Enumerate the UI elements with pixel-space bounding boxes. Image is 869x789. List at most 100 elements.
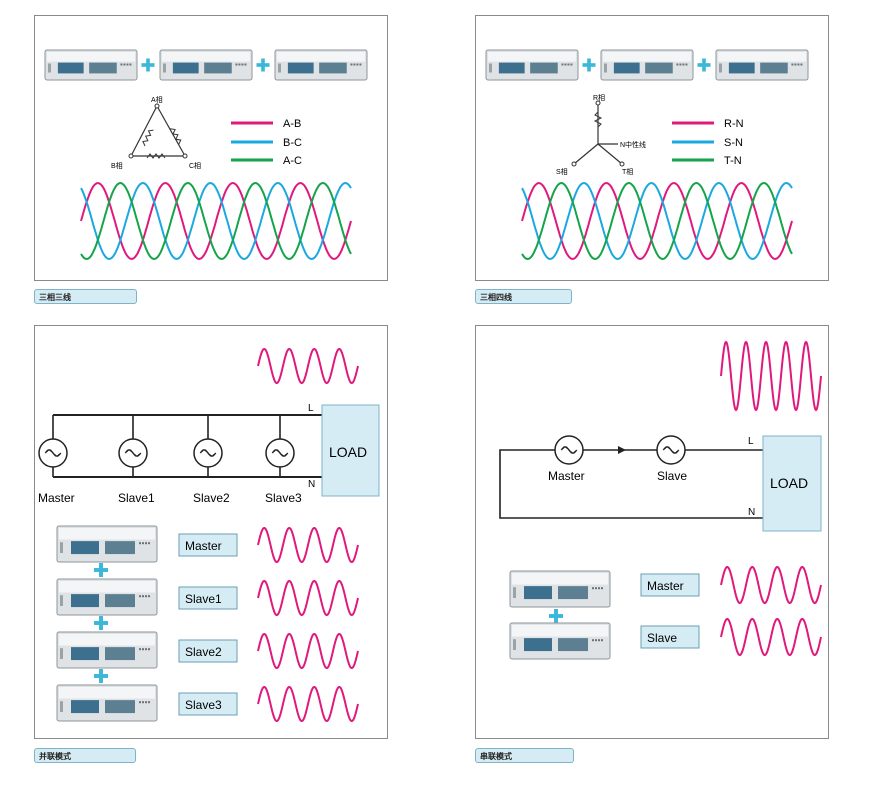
legend-rn: R-N xyxy=(724,118,744,130)
unit-waveform xyxy=(720,566,822,604)
ac-source-master xyxy=(38,438,68,468)
three-phase-four-wire-panel: R相 S相 T相 N中性线 R-N S-N T-N xyxy=(475,15,829,281)
caption-three-phase-three-wire: 三相三线 xyxy=(34,289,137,304)
legend-ab: A-B xyxy=(283,118,301,130)
unit-label-slave2: Slave2 xyxy=(185,645,222,659)
ac-source-master xyxy=(554,435,584,465)
output-waveform xyxy=(257,348,359,384)
legend-bc: B-C xyxy=(283,137,302,149)
unit-label-box xyxy=(640,625,700,649)
caption-parallel-mode: 并联模式 xyxy=(34,748,136,763)
plus-icon xyxy=(94,563,108,577)
waveform-t-n xyxy=(521,181,793,261)
unit-label-box xyxy=(640,573,700,597)
unit-label-box xyxy=(178,533,238,557)
caption-series-mode: 串联模式 xyxy=(475,748,574,763)
unit-label-slave3: Slave3 xyxy=(185,698,222,712)
vertex-b-label: B相 xyxy=(111,161,123,170)
sine-waveforms xyxy=(257,348,359,722)
unit-label-slave: Slave xyxy=(647,631,677,645)
wye-connection: R相 S相 T相 N中性线 xyxy=(556,93,646,176)
legend-ac: A-C xyxy=(283,155,302,167)
plus-icon xyxy=(141,58,155,72)
vertex-c-label: C相 xyxy=(189,161,201,170)
power-supply-unit-3 xyxy=(56,631,158,669)
waveform-s-n xyxy=(521,181,793,261)
unit-label-slave1: Slave1 xyxy=(185,592,222,606)
unit-waveform xyxy=(257,527,359,563)
output-waveform xyxy=(720,340,822,412)
vertex-a-label: A相 xyxy=(151,95,163,104)
load-box xyxy=(762,435,822,532)
plus-icon xyxy=(549,609,563,623)
ac-source-slave3 xyxy=(265,438,295,468)
unit-label-box xyxy=(178,586,238,610)
source-label-slave1: Slave1 xyxy=(118,491,155,505)
power-supply-unit-3 xyxy=(715,49,809,81)
unit-label-box xyxy=(178,639,238,663)
load-box xyxy=(321,404,380,497)
ac-source-slave xyxy=(656,435,686,465)
plus-icon xyxy=(256,58,270,72)
power-supply-unit-2 xyxy=(509,622,611,660)
three-phase-waveforms xyxy=(80,181,352,261)
unit-label-master: Master xyxy=(185,539,222,553)
power-supply-unit-1 xyxy=(44,49,138,81)
n-label: N xyxy=(308,479,315,490)
power-supply-unit-1 xyxy=(56,525,158,563)
ac-source-slave1 xyxy=(118,438,148,468)
power-supply-unit-3 xyxy=(274,49,368,81)
plus-icon xyxy=(94,669,108,683)
ac-source-slave2 xyxy=(193,438,223,468)
plus-icon xyxy=(582,58,596,72)
unit-label-box xyxy=(178,692,238,716)
legend-tn: T-N xyxy=(724,155,742,167)
load-label: LOAD xyxy=(770,475,808,491)
waveform-a-c xyxy=(80,181,352,261)
waveform-a-b xyxy=(80,182,352,260)
power-supply-unit-1 xyxy=(509,570,611,608)
unit-waveform xyxy=(720,618,822,656)
source-label-master: Master xyxy=(548,469,585,483)
plus-icon xyxy=(697,58,711,72)
source-label-master: Master xyxy=(38,491,75,505)
three-phase-waveforms xyxy=(521,181,793,261)
legend: R-N S-N T-N xyxy=(672,118,744,167)
unit-label-master: Master xyxy=(647,579,684,593)
source-label-slave: Slave xyxy=(657,469,687,483)
series-circuit: Master Slave LOAD L N xyxy=(499,435,822,532)
waveform-r-n xyxy=(521,182,793,260)
l-label: L xyxy=(748,436,754,447)
waveform-b-c xyxy=(80,181,352,261)
unit-waveform xyxy=(257,686,359,722)
power-supply-unit-2 xyxy=(600,49,694,81)
load-label: LOAD xyxy=(329,444,367,460)
power-supply-unit-4 xyxy=(56,684,158,722)
device-group xyxy=(485,49,809,81)
n-label: N xyxy=(748,507,755,518)
three-phase-three-wire-panel: A相 B相 C相 A-B B-C A-C xyxy=(34,15,388,281)
l-label: L xyxy=(308,403,314,414)
power-supply-unit-1 xyxy=(485,49,579,81)
neutral-label: N中性线 xyxy=(620,140,646,149)
unit-waveform xyxy=(257,580,359,616)
source-label-slave2: Slave2 xyxy=(193,491,230,505)
delta-connection: A相 B相 C相 xyxy=(111,95,201,170)
plus-icon xyxy=(94,616,108,630)
power-supply-unit-2 xyxy=(159,49,253,81)
three-phase-three-wire-diagram: A相 B相 C相 A-B B-C A-C xyxy=(44,49,368,261)
sine-waveforms xyxy=(720,340,822,656)
power-supply-unit-2 xyxy=(56,578,158,616)
caption-three-phase-four-wire: 三相四线 xyxy=(475,289,572,304)
unit-waveform xyxy=(257,633,359,669)
vertex-s-label: S相 xyxy=(556,167,568,176)
vertex-t-label: T相 xyxy=(622,167,633,176)
vertex-r-label: R相 xyxy=(593,93,605,102)
